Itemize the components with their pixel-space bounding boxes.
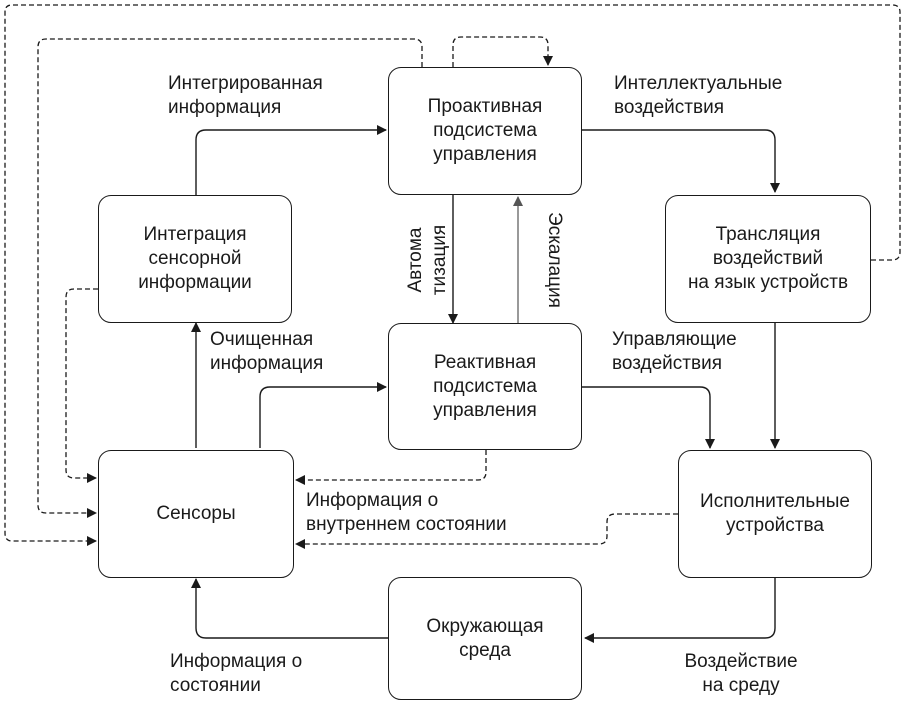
edge-actuators-to-environment <box>584 577 776 643</box>
edge-proactive-to-sensors-dashed <box>37 38 423 518</box>
node-sensors-label: Сенсоры <box>156 503 236 524</box>
edge-reactive-to-sensors-dashed <box>295 450 487 485</box>
node-sensors: Сенсоры <box>98 450 294 578</box>
edge-proactive-to-translation <box>582 129 780 193</box>
node-reactive-label: Реактивная подсистема управления <box>433 351 537 421</box>
node-translation-label: Трансляция воздействий на язык устройств <box>687 224 849 293</box>
node-proactive-label: Проактивная подсистема управления <box>427 96 543 165</box>
node-environment: Окружающая среда <box>388 577 582 700</box>
label-automation: Автома тизация <box>405 224 450 296</box>
node-actuators: Исполнительные устройства <box>678 450 872 578</box>
node-environment-label: Окружающая среда <box>426 615 544 661</box>
edge-proactive-self-loop <box>452 36 553 67</box>
node-reactive-subsystem: Реактивная подсистема управления <box>388 323 582 450</box>
node-integration-label: Интеграция сенсорной информации <box>138 224 252 293</box>
label-state-info: Информация о состоянии <box>170 651 303 696</box>
node-actuators-label: Исполнительные устройства <box>700 491 850 536</box>
node-sensor-integration: Интеграция сенсорной информации <box>98 195 292 323</box>
edge-integration-to-proactive <box>195 125 387 195</box>
label-env-action: Воздействие на среду <box>684 651 798 696</box>
label-control-actions: Управляющие воздействия <box>612 329 737 374</box>
label-internal-state-info: Информация о внутреннем состоянии <box>306 490 507 535</box>
node-proactive-subsystem: Проактивная подсистема управления <box>388 67 582 195</box>
label-escalation: Эскалация <box>544 212 565 308</box>
edge-reactive-to-actuators <box>582 386 715 449</box>
label-intelligent-actions: Интеллектуальные воздействия <box>614 73 783 118</box>
label-integrated-info: Интегрированная информация <box>168 73 323 118</box>
node-action-translation: Трансляция воздействий на язык устройств <box>665 195 871 323</box>
edge-sensors-to-reactive <box>259 382 387 448</box>
edge-environment-to-sensors <box>191 578 388 639</box>
edge-actuators-to-sensors-dashed <box>295 513 678 549</box>
edge-integration-to-sensors-dashed <box>65 288 98 483</box>
label-cleaned-info: Очищенная информация <box>210 329 324 374</box>
